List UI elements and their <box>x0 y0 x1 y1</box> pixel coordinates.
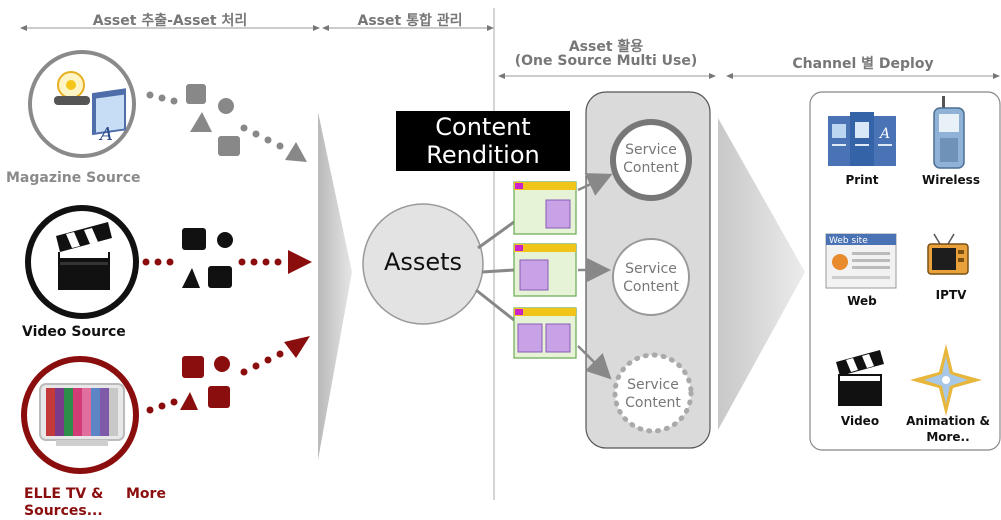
website-icon: Web site <box>825 233 897 289</box>
rendition-line1: Content <box>435 113 531 141</box>
header-deploy: Channel 별 Deploy <box>792 56 934 72</box>
service-content-2-line1: Service <box>625 261 677 277</box>
mobile-phone-icon <box>933 96 965 169</box>
content-frame-1 <box>513 181 577 235</box>
channel-animation-label-line1: Animation & <box>906 414 990 428</box>
frame-arrow-3 <box>577 345 612 380</box>
service-circle-3 <box>612 352 694 434</box>
svg-text:A: A <box>98 124 113 145</box>
iptv-television-icon <box>927 233 969 275</box>
header-extract: Asset 추출-Asset 처리 <box>92 13 248 29</box>
service-content-2-line2: Content <box>623 279 679 295</box>
content-frame-2 <box>513 243 577 297</box>
video-source-label: Video Source <box>22 324 126 340</box>
frame-arrow-1 <box>577 173 613 196</box>
magazine-stream <box>146 84 307 162</box>
channel-iptv-label: IPTV <box>935 288 967 302</box>
header-arrows <box>20 25 1000 79</box>
magazine-source-label: Magazine Source <box>6 170 141 186</box>
elle-source-label-line2: Sources... <box>24 503 103 519</box>
header-use-line2: (One Source Multi Use) <box>514 53 698 69</box>
service-circle-2 <box>612 238 690 316</box>
video-stream <box>142 228 312 288</box>
channel-web-label: Web <box>847 294 877 308</box>
service-content-3-line1: Service <box>627 377 679 393</box>
assets-circle <box>362 203 484 325</box>
convergence-band <box>318 112 352 460</box>
elle-stream <box>146 336 310 414</box>
clapperboard-icon <box>836 350 884 406</box>
service-content-2: Service Content <box>611 260 691 296</box>
content-frame-3 <box>513 307 577 359</box>
tv-color-bars-icon <box>39 383 125 446</box>
elle-source-label-more: More <box>126 486 166 502</box>
print-brochure-icon: A <box>828 112 896 166</box>
service-content-3-line2: Content <box>625 395 681 411</box>
assets-link-1 <box>477 220 515 250</box>
service-content-1-line1: Service <box>625 142 677 158</box>
rendition-line2: Rendition <box>426 141 540 169</box>
magazine-folder-icon: A <box>54 71 126 145</box>
service-content-1: Service Content <box>611 141 691 177</box>
animation-star-icon <box>910 344 982 416</box>
header-manage: Asset 통합 관리 <box>357 13 463 29</box>
assets-link-2 <box>481 268 515 274</box>
clapperboard-icon-source <box>56 222 112 290</box>
channel-animation-label-line2: More.. <box>926 430 970 444</box>
header-use-line1: Asset 활용 <box>568 39 644 55</box>
deploy-chevron <box>718 118 805 430</box>
channel-wireless-label: Wireless <box>922 173 980 187</box>
service-content-1-line2: Content <box>623 160 679 176</box>
content-rendition-box: Content Rendition <box>396 111 570 171</box>
assets-link-3 <box>475 288 515 322</box>
svg-text:Web site: Web site <box>829 236 868 246</box>
svg-text:A: A <box>878 126 890 142</box>
service-circle-1 <box>610 119 692 201</box>
channel-print-label: Print <box>845 173 879 187</box>
elle-source-label-line1: ELLE TV & <box>24 486 104 502</box>
assets-label: Assets <box>383 248 463 276</box>
channel-video-label: Video <box>840 414 880 428</box>
service-content-3: Service Content <box>613 376 693 412</box>
